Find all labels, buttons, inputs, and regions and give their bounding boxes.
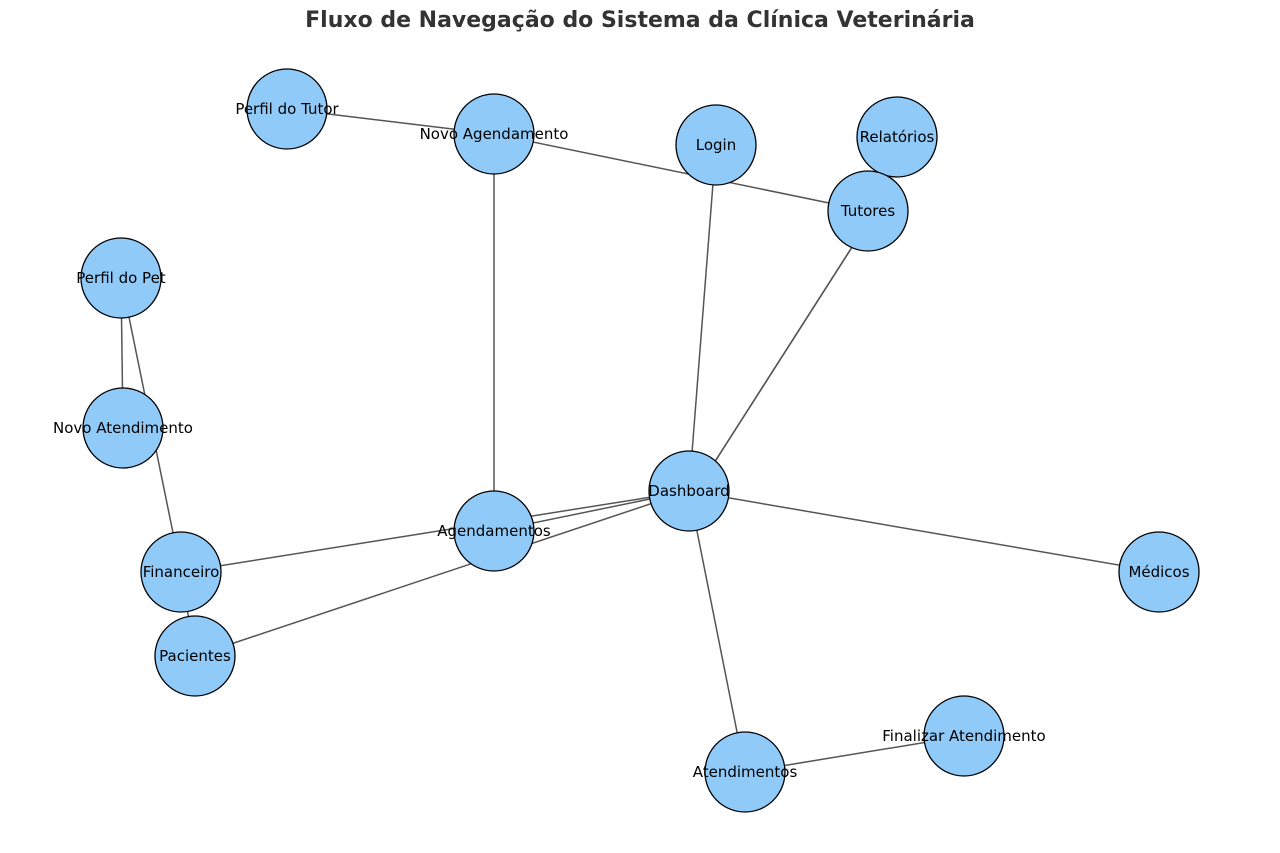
node-agendamentos[interactable]: Agendamentos (437, 490, 551, 572)
node-login[interactable]: Login (675, 104, 757, 186)
node-circle[interactable] (1118, 531, 1200, 613)
edge-financeiro-to-dashboard (180, 490, 690, 573)
node-circle[interactable] (80, 237, 162, 319)
node-label: Médicos (1128, 563, 1189, 581)
node-label: Perfil do Tutor (235, 100, 339, 118)
node-perfil-do-tutor[interactable]: Perfil do Tutor (235, 68, 340, 150)
node-circle[interactable] (675, 104, 757, 186)
node-label: Login (696, 136, 736, 154)
node-label: Perfil do Pet (76, 269, 165, 287)
edges-layer (120, 108, 1160, 773)
node-circle[interactable] (154, 615, 236, 697)
node-dashboard[interactable]: Dashboard (648, 450, 730, 532)
edge-dashboard-to-tutores (693, 213, 874, 495)
node-finalizar-atendimento[interactable]: Finalizar Atendimento (882, 695, 1046, 777)
node-label: Agendamentos (437, 522, 551, 540)
edge-dashboard-to-atendimentos (688, 490, 746, 773)
node-perfil-do-pet[interactable]: Perfil do Pet (76, 237, 166, 319)
node-circle[interactable] (453, 490, 535, 572)
node-medicos[interactable]: Médicos (1118, 531, 1200, 613)
node-label: Relatórios (860, 128, 935, 146)
node-relatorios[interactable]: Relatórios (856, 96, 938, 178)
node-circle[interactable] (648, 450, 730, 532)
node-circle[interactable] (82, 387, 164, 469)
node-circle[interactable] (246, 68, 328, 150)
node-label: Tutores (840, 202, 896, 220)
node-circle[interactable] (453, 93, 535, 175)
node-novo-agendamento[interactable]: Novo Agendamento (420, 93, 569, 175)
node-circle[interactable] (923, 695, 1005, 777)
node-label: Pacientes (159, 647, 231, 665)
node-circle[interactable] (140, 531, 222, 613)
edge-novo-agendamento-to-tutores (493, 133, 869, 212)
edge-pacientes-to-dashboard (194, 490, 690, 657)
node-label: Atendimentos (693, 763, 798, 781)
node-label: Novo Atendimento (53, 419, 193, 437)
node-pacientes[interactable]: Pacientes (154, 615, 236, 697)
node-tutores[interactable]: Tutores (827, 170, 909, 252)
node-label: Financeiro (143, 563, 220, 581)
node-circle[interactable] (856, 96, 938, 178)
node-financeiro[interactable]: Financeiro (140, 531, 222, 613)
node-circle[interactable] (704, 731, 786, 813)
node-label: Novo Agendamento (420, 125, 569, 143)
node-novo-atendimento[interactable]: Novo Atendimento (53, 387, 193, 469)
diagram-title: Fluxo de Navegação do Sistema da Clínica… (305, 8, 975, 33)
node-label: Finalizar Atendimento (882, 727, 1045, 745)
edge-dashboard-to-medicos (688, 490, 1160, 573)
node-atendimentos[interactable]: Atendimentos (693, 731, 798, 813)
node-label: Dashboard (648, 482, 729, 500)
edge-login-to-dashboard (688, 144, 717, 492)
node-circle[interactable] (827, 170, 909, 252)
